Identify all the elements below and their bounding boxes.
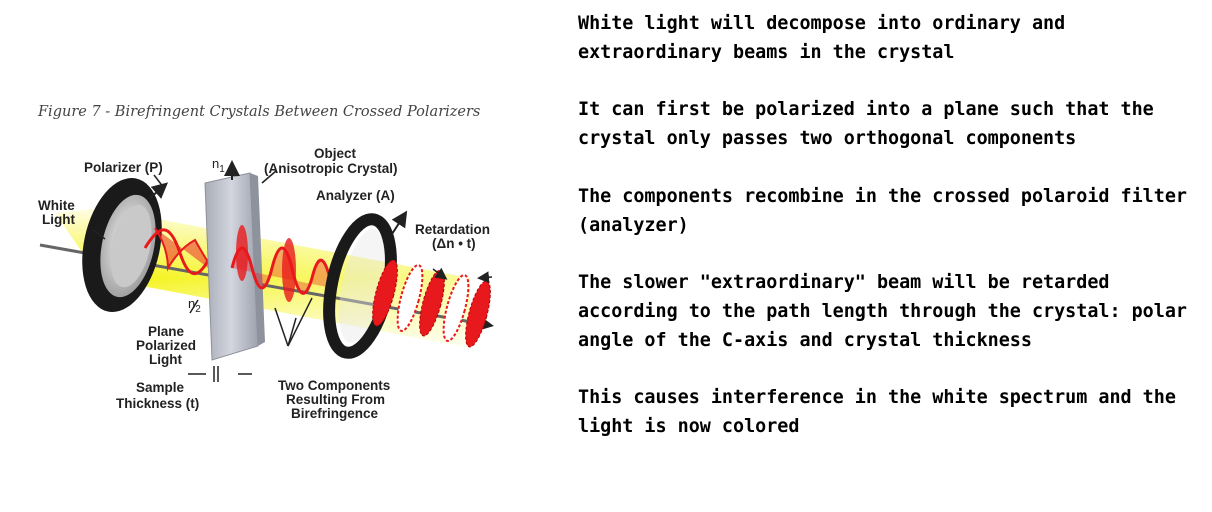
- recombined-waves: [372, 259, 491, 348]
- two-component-waves: [230, 225, 334, 302]
- birefringence-diagram: White Light Polarizer (P) n1 n2 Object (…: [38, 146, 494, 421]
- note-4: The slower "extraordinary" beam will be …: [578, 272, 1199, 351]
- label-polarizer: Polarizer (P): [84, 160, 163, 175]
- note-5: This causes interference in the white sp…: [578, 387, 1187, 438]
- label-two-components: Two Components: [278, 378, 390, 393]
- figure-title: Figure 7 - Birefringent Crystals Between…: [38, 104, 481, 120]
- label-plane: Plane: [148, 324, 185, 339]
- label-light: Light: [42, 212, 75, 227]
- label-n1: n1: [212, 156, 225, 175]
- leader-lines: [91, 170, 493, 382]
- label-sample: Sample: [136, 380, 185, 395]
- label-analyzer: Analyzer (A): [316, 188, 395, 203]
- label-resulting-from: Resulting From: [286, 392, 385, 407]
- label-polarized: Polarized: [136, 338, 196, 353]
- notes-panel: White light will decompose into ordinary…: [578, 10, 1203, 442]
- label-birefringence: Birefringence: [291, 406, 379, 421]
- note-1: White light will decompose into ordinary…: [578, 13, 1077, 63]
- label-retardation-formula: (Δn • t): [432, 236, 476, 251]
- label-retardation: Retardation: [415, 222, 490, 237]
- label-object: Object: [314, 146, 357, 161]
- note-2: It can first be polarized into a plane s…: [578, 99, 1165, 150]
- label-light-2: Light: [149, 352, 182, 367]
- label-thickness: Thickness (t): [116, 396, 199, 411]
- polarizer-disk: [82, 178, 162, 312]
- note-3: The components recombine in the crossed …: [578, 185, 1199, 236]
- label-white: White: [38, 198, 75, 213]
- direction-arrows: [149, 160, 408, 235]
- label-anisotropic-crystal: (Anisotropic Crystal): [264, 161, 398, 176]
